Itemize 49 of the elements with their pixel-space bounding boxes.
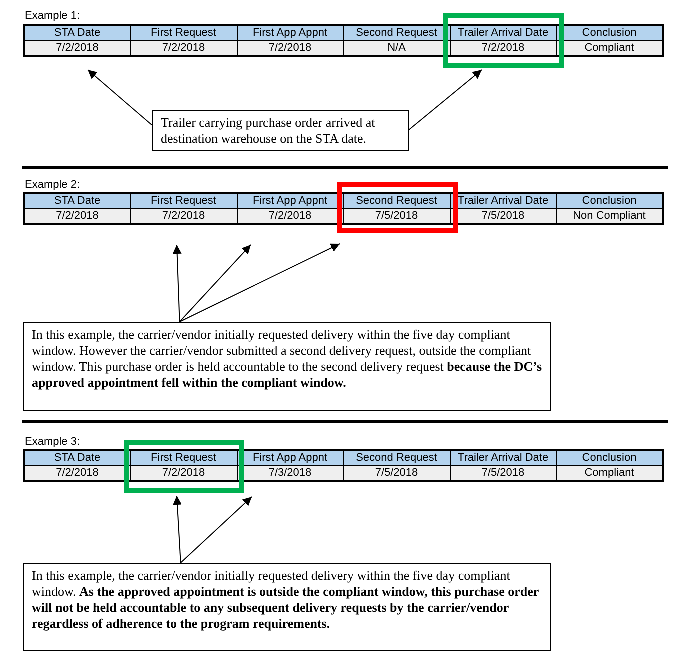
- highlight-frame: [443, 13, 564, 68]
- table-value: 7/5/2018: [450, 466, 556, 481]
- example-heading: Example 1:: [25, 10, 80, 22]
- column-header: Second Request: [344, 25, 450, 40]
- leader-line: [88, 70, 152, 126]
- callout-text: Trailer carrying purchase order arrived at destination warehouse on the STA date.: [161, 115, 376, 147]
- column-header: STA Date: [24, 450, 130, 466]
- table-value: 7/2/2018: [130, 466, 237, 481]
- example-heading: Example 2:: [25, 179, 80, 191]
- column-header: First App Appnt: [237, 450, 344, 466]
- column-header: Conclusion: [556, 193, 663, 208]
- column-header: Second Request: [344, 193, 450, 208]
- callout-box: [23, 322, 551, 411]
- column-header: First Request: [130, 25, 237, 40]
- column-header: STA Date: [24, 25, 130, 40]
- column-header: Trailer Arrival Date: [450, 193, 556, 208]
- highlight-frame: [337, 182, 458, 233]
- column-header: Second Request: [344, 450, 450, 466]
- table-value: Non Compliant: [556, 208, 663, 224]
- highlight-frame: [124, 440, 244, 493]
- table-value: 7/2/2018: [450, 40, 556, 56]
- leader-line: [179, 244, 340, 322]
- column-header: Conclusion: [556, 450, 663, 466]
- table-value: Compliant: [556, 466, 663, 481]
- example-heading: Example 3:: [25, 436, 80, 448]
- table-value: 7/5/2018: [344, 208, 450, 224]
- leader-line: [180, 496, 252, 564]
- leader-line: [172, 244, 182, 322]
- table-value: 7/2/2018: [130, 208, 237, 224]
- column-header: First Request: [130, 450, 237, 466]
- table-value: 7/2/2018: [237, 40, 344, 56]
- callout-box: [152, 110, 409, 151]
- leader-line: [179, 244, 252, 322]
- table-value: 7/5/2018: [344, 466, 450, 481]
- column-header: Conclusion: [556, 25, 663, 40]
- table-value: 7/2/2018: [130, 40, 237, 56]
- column-header: Trailer Arrival Date: [450, 25, 556, 40]
- table-value: 7/2/2018: [24, 40, 130, 56]
- column-header: First App Appnt: [237, 25, 344, 40]
- callout-box: [23, 563, 551, 651]
- column-header: Trailer Arrival Date: [450, 450, 556, 466]
- leader-line: [408, 70, 482, 131]
- column-header: First Request: [130, 193, 237, 208]
- table-value: 7/2/2018: [24, 208, 130, 224]
- column-header: First App Appnt: [237, 193, 344, 208]
- callout-text: In this example, the carrier/vendor initially requested delivery within the five day compliant window. However the carrier/vendor submitted a second delivery request, outside the compliant window. This purchase order is held accountable to the second delivery request because the DC’s approved appointment fell within the compliant window.: [32, 327, 542, 391]
- column-header: STA Date: [24, 193, 130, 208]
- leader-line: [173, 496, 182, 564]
- callout-text: In this example, the carrier/vendor initially requested delivery within the five day compliant window. As the approved appointment is outside the compliant window, this purchase order will not be held accountable to any subsequent delivery requests by the carrier/vendor regardless of adherence to the program requirements.: [32, 568, 540, 632]
